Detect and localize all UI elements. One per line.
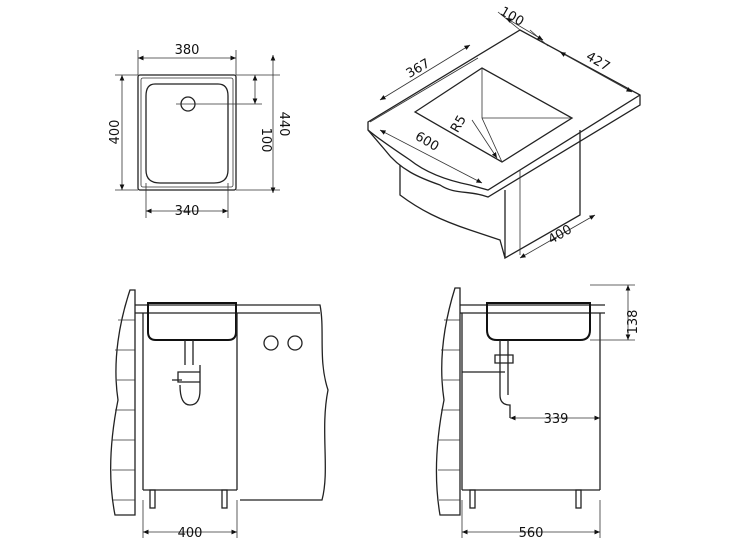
dim-r5: R5 [448,113,470,135]
top-view-sink: 380 400 340 100 440 [108,43,291,219]
dim-440: 440 [276,112,291,137]
dim-367: 367 [404,56,433,81]
dim-340: 340 [175,204,200,219]
front-elevation-view: 400 [110,289,329,541]
dim-100: 100 [258,128,273,153]
side-elevation-view: 138 339 560 [435,284,641,541]
dim-400-cabinet: 400 [546,222,575,247]
valve-circle-icon [287,335,303,351]
dim-339: 339 [544,412,569,427]
dim-560: 560 [519,526,544,541]
valve-circle-icon [263,335,279,351]
dim-138: 138 [626,310,641,335]
dim-400-front: 400 [178,526,203,541]
isometric-countertop-view: 100 427 367 R5 600 400 [367,4,641,260]
dim-100-strip: 100 [497,4,526,29]
dim-380: 380 [175,43,200,58]
dim-400: 400 [108,120,123,145]
